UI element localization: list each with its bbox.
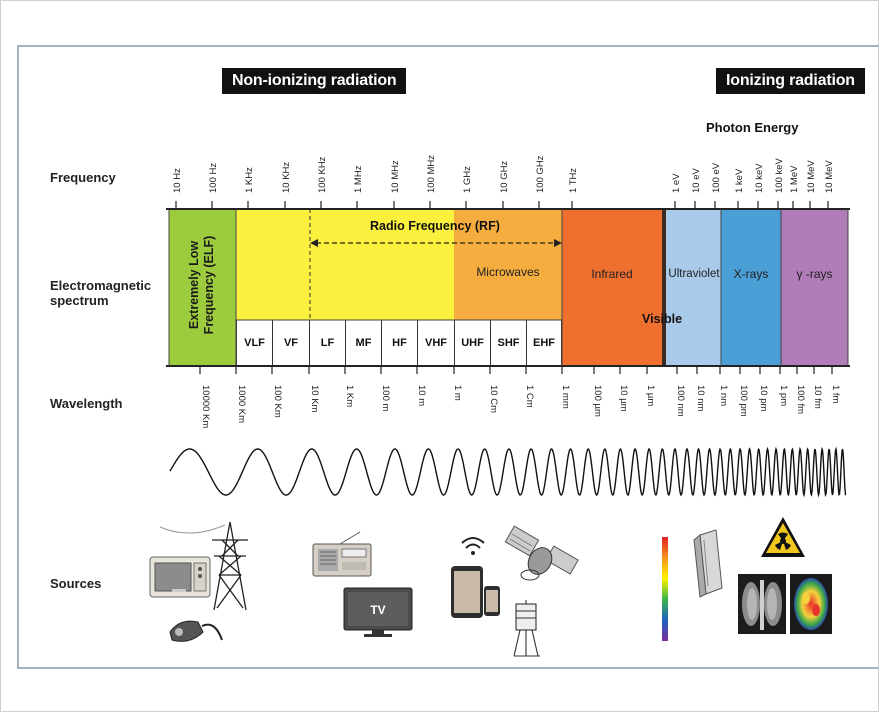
light-spectrum-icon	[662, 537, 668, 641]
wavelength-row-label: Wavelength	[50, 396, 123, 411]
satellite-icon	[504, 525, 579, 581]
gamma-band	[781, 209, 848, 366]
xray-band	[721, 209, 781, 366]
subband-vlf: VLF	[236, 320, 272, 366]
microwave-band	[454, 209, 562, 320]
television-icon	[343, 587, 413, 637]
subband-hf: HF	[381, 320, 417, 366]
ultraviolet-band	[666, 209, 721, 366]
infrared-band	[562, 209, 662, 366]
spectrum-row-label-line1: Electromagnetic	[50, 278, 152, 293]
photon-energy-label: Photon Energy	[706, 120, 799, 135]
non-ionizing-header: Non-ionizing radiation	[222, 68, 407, 94]
subband-lf: LF	[309, 320, 345, 366]
rf-range-arrow	[310, 239, 562, 247]
ev-charger-icon	[169, 620, 223, 642]
spectrum-row-label-line2: spectrum	[50, 293, 109, 308]
visible-label: Visible	[642, 312, 683, 326]
cell-tower-icon	[513, 600, 540, 657]
infrared-label: Infrared	[591, 267, 633, 281]
gamma-label: γ -rays	[796, 267, 833, 281]
wifi-icon	[461, 537, 485, 555]
ultraviolet-label: Ultraviolet	[668, 268, 720, 280]
frequency-row-label: Frequency	[50, 170, 116, 185]
radio-icon	[312, 531, 372, 577]
power-wire	[159, 524, 226, 534]
spectrum-row-label: Electromagnetic spectrum	[50, 278, 151, 308]
subband-uhf: UHF	[454, 320, 490, 366]
subband-vf: VF	[272, 320, 309, 366]
elf-band	[169, 209, 236, 366]
visible-divider	[662, 209, 666, 366]
uv-lamp-icon	[693, 529, 723, 598]
pet-scan-icon	[790, 574, 832, 634]
smartphone-icon	[484, 586, 500, 616]
diagram-frame	[17, 45, 879, 669]
microwave-oven-icon	[149, 556, 211, 598]
xrays-label: X-rays	[733, 267, 769, 281]
ionizing-header: Ionizing radiation	[716, 68, 865, 94]
bottom-ticks	[199, 366, 833, 374]
radiation-symbol-icon	[761, 517, 805, 557]
subband-ehf: EHF	[526, 320, 562, 366]
power-tower-icon	[212, 521, 248, 611]
top-ticks	[175, 201, 829, 209]
sources-row-label: Sources	[50, 576, 102, 591]
rf-label: Radio Frequency (RF)	[370, 219, 500, 233]
xray-chest-icon	[738, 574, 786, 634]
tv-label: TV	[370, 603, 385, 617]
tablet-icon	[451, 566, 483, 618]
subband-vhf: VHF	[417, 320, 454, 366]
subband-mf: MF	[345, 320, 381, 366]
subband-shf: SHF	[490, 320, 526, 366]
wave-illustration	[169, 446, 847, 498]
radio-band	[236, 209, 454, 320]
microwaves-label: Microwaves	[476, 265, 540, 279]
